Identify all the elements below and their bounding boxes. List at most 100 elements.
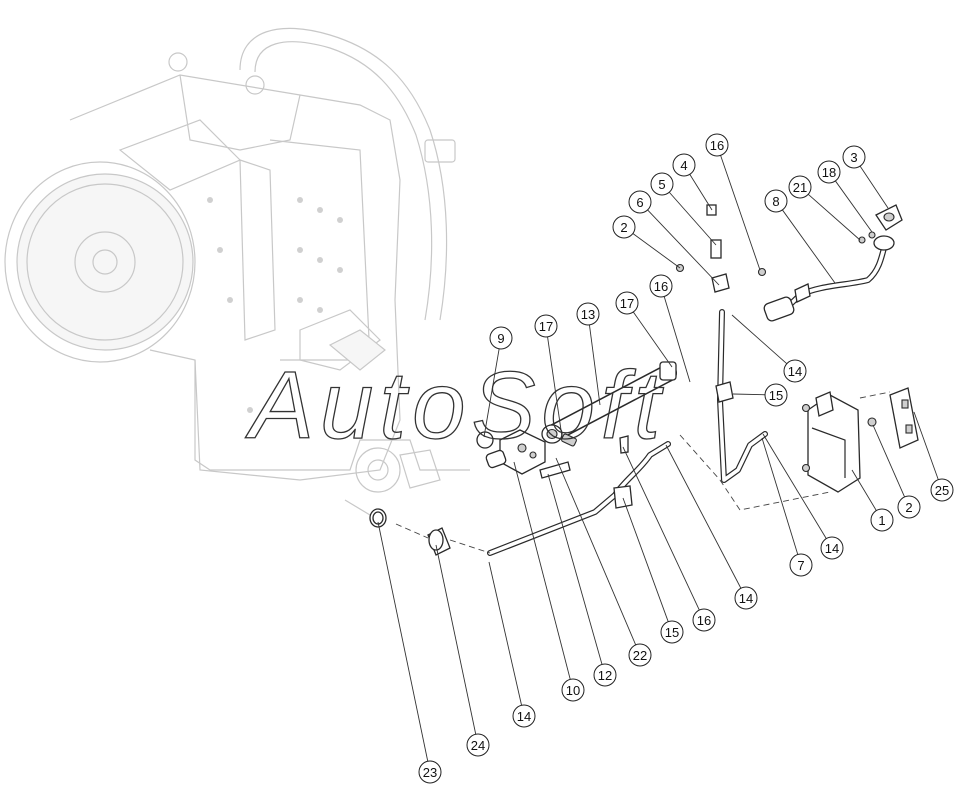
leader-line xyxy=(377,521,429,762)
callout-circle xyxy=(489,326,513,350)
callout-c-10: 10 xyxy=(513,461,585,702)
callout-c-13: 13 xyxy=(576,302,601,406)
leader-line xyxy=(913,411,939,480)
callout-label: 16 xyxy=(697,613,711,628)
callout-c-17a: 17 xyxy=(534,314,563,438)
callout-c-1: 1 xyxy=(851,469,894,532)
callout-c-4: 4 xyxy=(672,153,713,211)
callout-c-5: 5 xyxy=(650,172,717,246)
callout-c-15b: 15 xyxy=(622,497,684,644)
leader-line xyxy=(622,497,669,622)
callout-c-14a: 14 xyxy=(731,314,807,383)
callout-circle xyxy=(628,643,652,667)
transmission-housing xyxy=(4,27,470,516)
callout-circle xyxy=(672,153,696,177)
watermark-text: AutoSoft xyxy=(245,352,666,459)
leader-line xyxy=(513,461,571,680)
leader-line xyxy=(731,314,788,365)
leader-line xyxy=(632,233,681,269)
callout-circle xyxy=(897,495,921,519)
callout-circle xyxy=(820,536,844,560)
callout-c-17b: 17 xyxy=(615,291,673,368)
callout-label: 15 xyxy=(769,388,783,403)
callout-label: 5 xyxy=(658,177,665,192)
leader-line xyxy=(835,180,873,233)
callout-label: 13 xyxy=(581,307,595,322)
callout-circle xyxy=(615,291,639,315)
callout-circle xyxy=(734,586,758,610)
leader-line xyxy=(547,336,563,438)
callout-circle xyxy=(930,478,954,502)
leader-line xyxy=(663,296,691,383)
callout-circle xyxy=(789,553,813,577)
callout-c-24: 24 xyxy=(435,544,490,757)
callout-c-18: 18 xyxy=(817,160,873,233)
callout-label: 23 xyxy=(423,765,437,780)
callout-label: 15 xyxy=(665,625,679,640)
callout-circle xyxy=(783,359,807,383)
leader-line xyxy=(622,446,700,611)
callout-circle xyxy=(534,314,558,338)
callout-circle xyxy=(660,620,684,644)
callout-c-9: 9 xyxy=(483,326,513,438)
callout-label: 21 xyxy=(793,180,807,195)
leader-line xyxy=(782,209,836,284)
leader-line xyxy=(762,433,827,539)
callout-c-2b: 2 xyxy=(872,424,921,519)
leader-line xyxy=(647,209,720,286)
leader-line xyxy=(872,424,905,498)
callout-circle xyxy=(870,508,894,532)
leader-line xyxy=(859,165,889,209)
callout-c-7: 7 xyxy=(761,437,813,577)
leader-line xyxy=(761,437,799,555)
leader-line xyxy=(665,444,742,589)
leader-line xyxy=(547,473,603,665)
callout-label: 12 xyxy=(598,668,612,683)
callout-circle xyxy=(612,215,636,239)
callout-c-25: 25 xyxy=(913,411,954,502)
callout-circle xyxy=(466,733,490,757)
callout-label: 16 xyxy=(710,138,724,153)
callout-label: 24 xyxy=(471,738,485,753)
callout-label: 2 xyxy=(905,500,912,515)
callout-c-14c: 14 xyxy=(665,444,758,610)
callout-label: 14 xyxy=(825,541,839,556)
callout-c-2a: 2 xyxy=(612,215,681,269)
callout-c-6: 6 xyxy=(628,190,720,286)
callout-c-15a: 15 xyxy=(732,383,788,407)
callout-label: 10 xyxy=(566,683,580,698)
callout-circle xyxy=(692,608,716,632)
callout-c-22: 22 xyxy=(555,457,652,667)
callout-label: 17 xyxy=(539,319,553,334)
callout-circle xyxy=(593,663,617,687)
leader-line xyxy=(668,191,717,246)
callout-label: 9 xyxy=(497,331,504,346)
callout-label: 7 xyxy=(797,558,804,573)
callout-label: 4 xyxy=(680,158,687,173)
callout-label: 1 xyxy=(878,513,885,528)
callout-label: 18 xyxy=(822,165,836,180)
parts xyxy=(369,204,919,556)
callout-label: 14 xyxy=(788,364,802,379)
callout-circle xyxy=(705,133,729,157)
callout-circle xyxy=(817,160,841,184)
callout-c-12: 12 xyxy=(547,473,617,687)
leader-line xyxy=(720,155,761,271)
callout-label: 14 xyxy=(517,709,531,724)
callout-c-16c: 16 xyxy=(622,446,716,632)
leader-line xyxy=(689,174,713,211)
callout-c-23: 23 xyxy=(377,521,442,784)
callout-c-14d: 14 xyxy=(488,561,536,728)
callout-label: 16 xyxy=(654,279,668,294)
callout-circle xyxy=(842,145,866,169)
callout-circle xyxy=(512,704,536,728)
callout-circle xyxy=(764,189,788,213)
callout-circle xyxy=(561,678,585,702)
callout-circle xyxy=(649,274,673,298)
callout-c-8: 8 xyxy=(764,189,836,284)
callout-label: 6 xyxy=(636,195,643,210)
leader-line xyxy=(483,348,500,438)
callout-label: 25 xyxy=(935,483,949,498)
leader-line xyxy=(435,544,477,735)
callout-circle xyxy=(650,172,674,196)
